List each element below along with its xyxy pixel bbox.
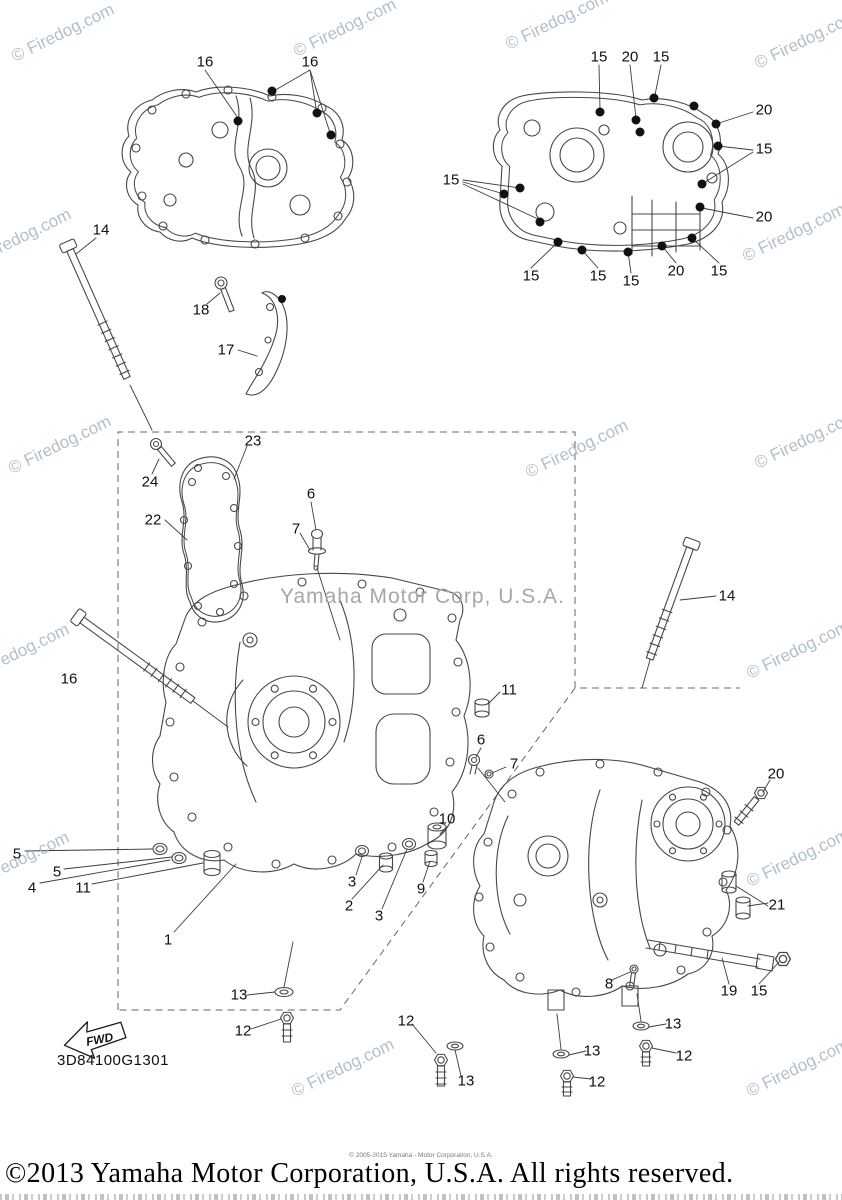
part-callout-20: 20	[767, 765, 785, 783]
part-callout-20: 20	[755, 101, 773, 119]
bolt-14-left	[59, 238, 131, 380]
left-crankcase-half	[151, 572, 471, 873]
cover-gasket-outline	[121, 85, 355, 249]
part-callout-8: 8	[604, 975, 614, 993]
part-callout-20: 20	[755, 208, 773, 226]
part-callout-9: 9	[416, 880, 426, 898]
part-callout-24: 24	[141, 473, 159, 491]
part-callout-17: 17	[217, 341, 235, 359]
part-callout-23: 23	[244, 432, 262, 450]
diagram-code: 3D84100G1301	[57, 1052, 169, 1069]
part-callout-15: 15	[522, 267, 540, 285]
bolt-14-right	[645, 536, 701, 661]
part-callout-3: 3	[347, 873, 357, 891]
part-callout-15: 15	[710, 262, 728, 280]
part-callout-16: 16	[60, 670, 78, 688]
part-callout-13: 13	[664, 1015, 682, 1033]
part-callout-15: 15	[652, 48, 670, 66]
part-callout-13: 13	[457, 1072, 475, 1090]
part-callout-6: 6	[306, 485, 316, 503]
bolt-washer-set-4	[632, 1021, 654, 1067]
part-callout-18: 18	[192, 301, 210, 319]
right-crankcase-half	[473, 758, 739, 1011]
part-callout-15: 15	[590, 48, 608, 66]
screw-18	[214, 276, 235, 313]
part-callout-4: 4	[27, 879, 37, 897]
part-callout-11: 11	[501, 681, 517, 699]
bracket-17	[245, 291, 288, 396]
bolt-19	[645, 939, 775, 972]
part-callout-12: 12	[397, 1012, 415, 1030]
footer-cutoff-strip	[0, 1194, 842, 1200]
bolt-24	[149, 437, 176, 467]
screw-8	[629, 964, 639, 987]
part-callout-15: 15	[622, 272, 640, 290]
part-callout-6: 6	[476, 731, 486, 749]
leader-lines	[24, 64, 780, 1080]
part-callout-19: 19	[720, 982, 738, 1000]
fwd-arrow-icon: FWD	[63, 1021, 127, 1059]
part-callout-15: 15	[750, 982, 768, 1000]
part-callout-13: 13	[583, 1042, 601, 1060]
footer-copyright: ©2013 Yamaha Motor Corporation, U.S.A. A…	[5, 1158, 734, 1189]
bolt-16-left	[70, 608, 196, 704]
part-callout-20: 20	[667, 262, 685, 280]
part-callout-11: 11	[75, 879, 91, 897]
part-callout-12: 12	[234, 1022, 252, 1040]
part-callout-2: 2	[344, 897, 354, 915]
part-callout-14: 14	[718, 587, 736, 605]
part-callout-5: 5	[52, 863, 62, 881]
part-callout-3: 3	[374, 907, 384, 925]
part-callout-15: 15	[589, 267, 607, 285]
part-callout-7: 7	[509, 755, 519, 773]
part-callout-10: 10	[438, 810, 456, 828]
part-callout-20: 20	[621, 48, 639, 66]
part-callout-14: 14	[92, 221, 110, 239]
oring-dowel-group-center	[354, 822, 447, 873]
part-callout-12: 12	[588, 1073, 606, 1091]
part-callout-22: 22	[144, 511, 162, 529]
part-callout-1: 1	[163, 931, 173, 949]
part-callout-13: 13	[230, 986, 248, 1004]
yamaha-watermark: Yamaha Motor Corp, U.S.A.	[280, 585, 565, 608]
part-callout-16: 16	[301, 53, 319, 71]
fitting-6-7-center	[467, 753, 494, 779]
part-callout-12: 12	[675, 1047, 693, 1065]
bolt-20-right	[733, 786, 769, 826]
oring-dowel-group-left	[152, 842, 221, 877]
fitting-6-7-upper	[307, 528, 327, 571]
part-callout-16: 16	[196, 53, 214, 71]
bolt-washer-set-3	[552, 1049, 575, 1097]
part-callout-15: 15	[755, 140, 773, 158]
bolt-position-dots	[233, 86, 723, 303]
fwd-arrow-label: FWD	[85, 1030, 115, 1049]
part-callout-5: 5	[12, 845, 22, 863]
part-callout-7: 7	[291, 520, 301, 538]
part-callout-15: 15	[442, 171, 460, 189]
dowel-11-upper	[474, 698, 490, 718]
footer-small-print: © 2005-2015 Yamaha - Motor Corporation, …	[349, 1152, 493, 1159]
dowels-21	[721, 870, 751, 920]
side-gasket-outline	[179, 456, 244, 623]
part-callout-21: 21	[768, 896, 786, 914]
